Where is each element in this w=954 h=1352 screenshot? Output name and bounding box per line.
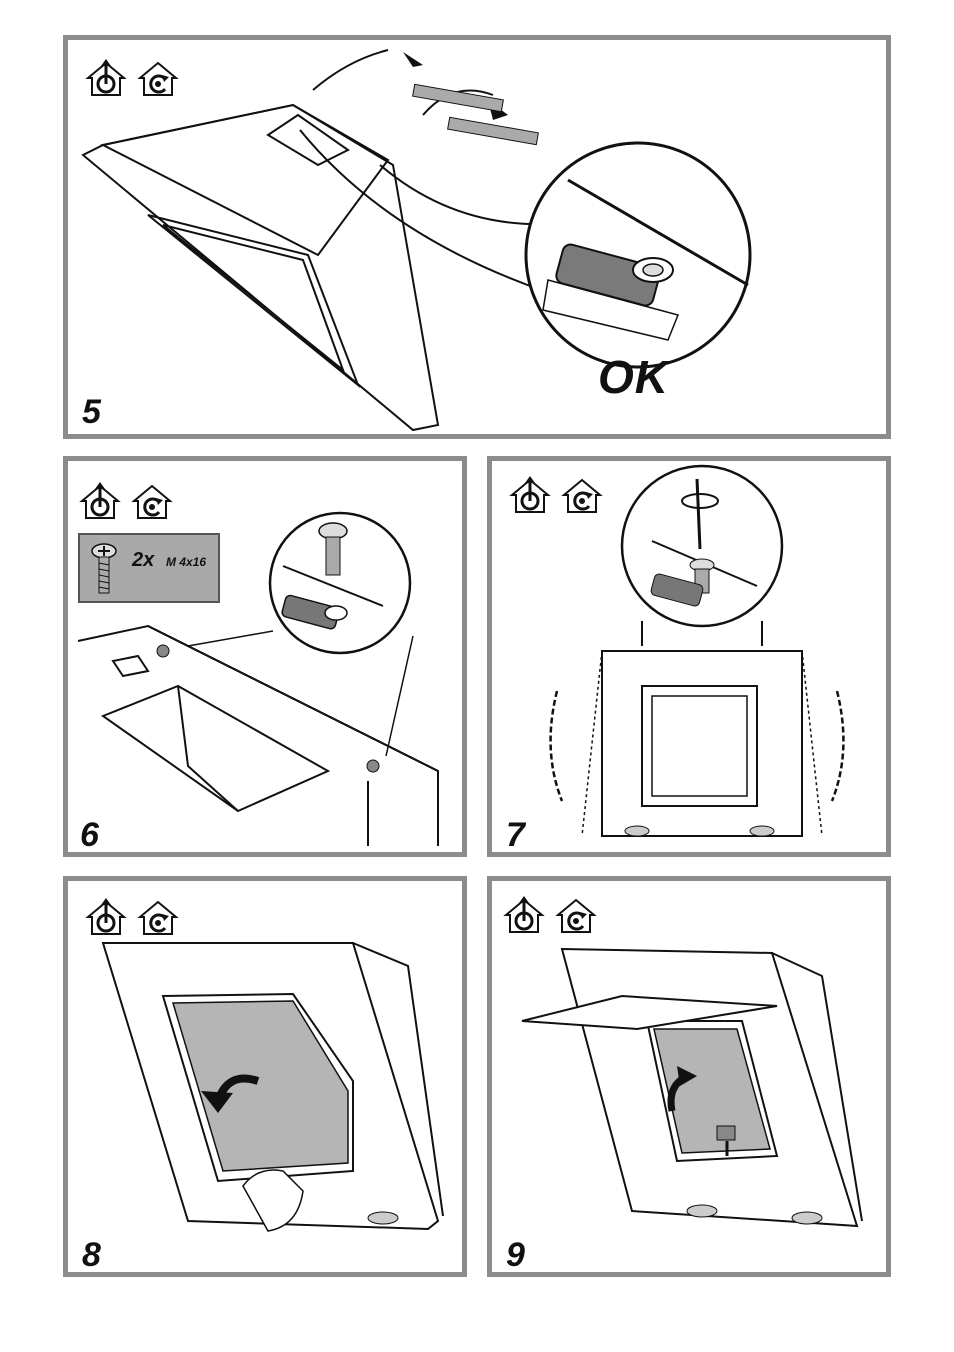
hood-installation-drawing <box>68 40 886 434</box>
panel-step-7: 7 <box>487 456 891 857</box>
hood-top-drawing <box>68 461 462 852</box>
step-number: 6 <box>80 818 99 852</box>
panel-open-drawing <box>492 881 886 1272</box>
step-number: 7 <box>506 818 525 852</box>
hood-leveling-drawing <box>492 461 886 852</box>
ok-label: OK <box>598 350 669 404</box>
filter-removal-drawing <box>68 881 462 1272</box>
panel-step-8: 8 <box>63 876 467 1277</box>
step-number: 5 <box>82 395 101 429</box>
panel-step-6: 2x M 4x16 6 <box>63 456 467 857</box>
panel-step-9: 9 <box>487 876 891 1277</box>
step-number: 8 <box>82 1238 101 1272</box>
panel-step-5: OK 5 <box>63 35 891 439</box>
step-number: 9 <box>506 1238 525 1272</box>
